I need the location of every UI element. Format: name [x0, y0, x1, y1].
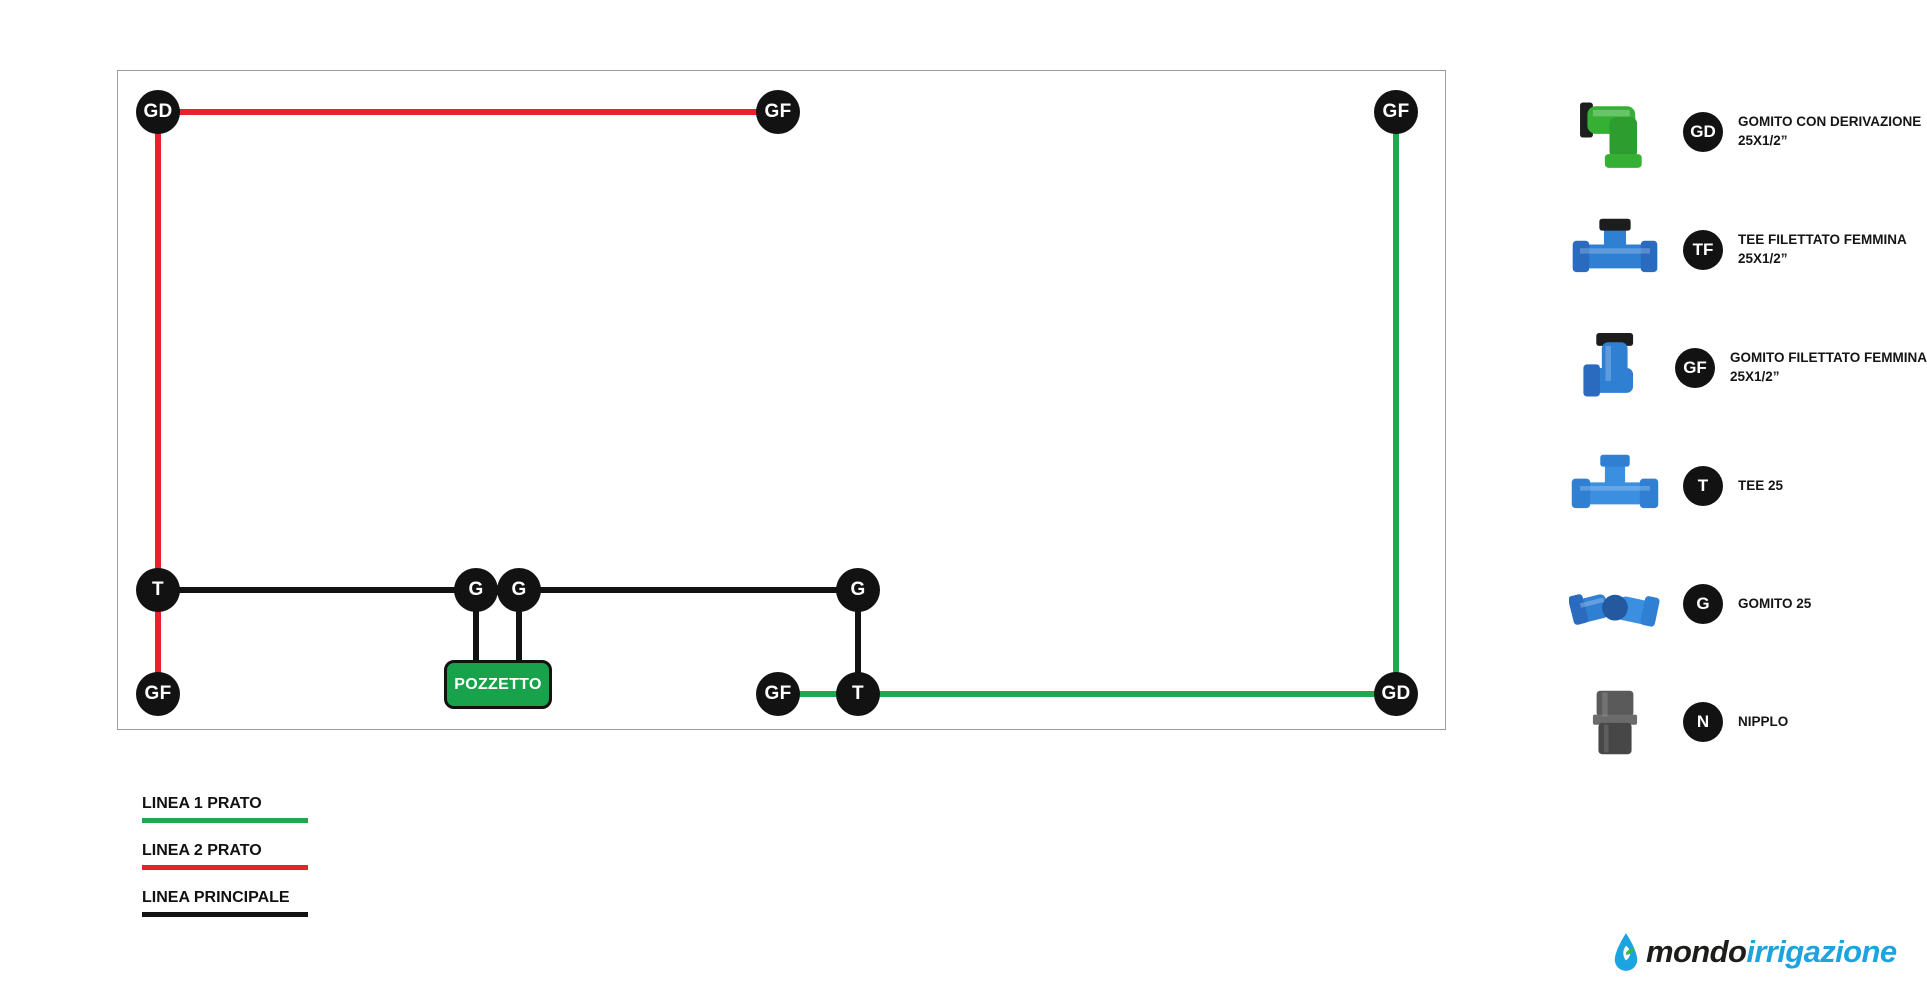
pipe-linea2-left — [155, 112, 161, 694]
part-item-nipplo: N NIPPLO — [1565, 663, 1927, 781]
parts-legend: GD GOMITO CON DERIVAZIONE 25X1/2” TF TEE… — [1565, 73, 1927, 781]
part-label: GOMITO 25 — [1738, 595, 1811, 614]
fitting-node-g-center: G — [836, 568, 880, 612]
part-badge: GF — [1675, 348, 1716, 388]
part-item-gomito-con-derivazione: GD GOMITO CON DERIVAZIONE 25X1/2” — [1565, 73, 1927, 191]
part-size: 25X1/2” — [1738, 133, 1788, 148]
part-name: GOMITO 25 — [1738, 595, 1812, 611]
fitting-node-g-pozzetto-left: G — [454, 568, 498, 612]
pipe-principale-drop-2 — [516, 590, 522, 664]
legend-label: LINEA 1 PRATO — [142, 795, 262, 812]
logo-text: mondoirrigazione — [1646, 934, 1897, 970]
part-item-tee-25: T TEE 25 — [1565, 427, 1927, 545]
line-legend: LINEA 1 PRATO LINEA 2 PRATO LINEA PRINCIPA… — [142, 795, 308, 936]
part-name: TEE 25 — [1738, 477, 1784, 493]
black-nipple-fitting-icon — [1565, 669, 1665, 775]
part-label: GOMITO FILETTATO FEMMINA 25X1/2” — [1730, 349, 1927, 387]
plot-outline — [117, 70, 1446, 730]
blue-elbow-fitting-icon — [1565, 551, 1665, 657]
part-badge: N — [1683, 702, 1723, 742]
fitting-node-gf-top-center: GF — [756, 90, 800, 134]
pipe-linea1-right — [1393, 112, 1399, 694]
water-drop-leaf-icon — [1612, 930, 1640, 974]
fitting-node-gd-top-left: GD — [136, 90, 180, 134]
fitting-node-g-pozzetto-right: G — [497, 568, 541, 612]
logo-text-irrigazione: irrigazione — [1746, 934, 1897, 969]
part-size: 25X1/2” — [1730, 369, 1780, 384]
green-elbow-derivation-fitting-icon — [1565, 79, 1665, 185]
legend-item: LINEA 2 PRATO — [142, 842, 308, 870]
legend-label: LINEA PRINCIPALE — [142, 889, 290, 906]
pipe-linea1-bottom — [778, 691, 1396, 697]
mondoirrigazione-logo: mondoirrigazione — [1612, 930, 1897, 974]
part-item-tee-filettato-femmina: TF TEE FILETTATO FEMMINA 25X1/2” — [1565, 191, 1927, 309]
legend-label: LINEA 2 PRATO — [142, 842, 262, 859]
part-label: TEE FILETTATO FEMMINA 25X1/2” — [1738, 231, 1907, 269]
part-name: NIPPLO — [1738, 713, 1789, 729]
fitting-node-gd-bottom-right: GD — [1374, 672, 1418, 716]
part-name: GOMITO CON DERIVAZIONE — [1738, 114, 1922, 130]
legend-item: LINEA 1 PRATO — [142, 795, 308, 823]
pipe-principale-drop-3 — [855, 590, 861, 694]
pipe-linea2-top — [158, 109, 778, 115]
blue-tee-fitting-icon — [1565, 433, 1665, 539]
part-name: TEE FILETTATO FEMMINA — [1738, 232, 1907, 248]
part-label: GOMITO CON DERIVAZIONE 25X1/2” — [1738, 113, 1921, 151]
part-size: 25X1/2” — [1738, 251, 1788, 266]
part-name: GOMITO FILETTATO FEMMINA — [1730, 350, 1927, 366]
fitting-node-gf-bottom-left: GF — [136, 672, 180, 716]
legend-item: LINEA PRINCIPALE — [142, 889, 308, 917]
pipe-principale-drop-1 — [473, 590, 479, 664]
fitting-node-gf-bottom-center: GF — [756, 672, 800, 716]
fitting-node-t-bottom: T — [836, 672, 880, 716]
part-badge: TF — [1683, 230, 1723, 270]
part-badge: T — [1683, 466, 1723, 506]
blue-elbow-threaded-fitting-icon — [1565, 315, 1657, 421]
fitting-node-gf-top-right: GF — [1374, 90, 1418, 134]
logo-text-mondo: mondo — [1646, 934, 1747, 969]
legend-color-bar — [142, 818, 308, 823]
fitting-node-t-left: T — [136, 568, 180, 612]
blue-tee-threaded-fitting-icon — [1565, 197, 1665, 303]
part-item-gomito-filettato-femmina: GF GOMITO FILETTATO FEMMINA 25X1/2” — [1565, 309, 1927, 427]
legend-color-bar — [142, 912, 308, 917]
part-label: NIPPLO — [1738, 713, 1788, 732]
part-badge: G — [1683, 584, 1723, 624]
part-label: TEE 25 — [1738, 477, 1783, 496]
part-badge: GD — [1683, 112, 1723, 152]
part-item-gomito-25: G GOMITO 25 — [1565, 545, 1927, 663]
pozzetto-box: POZZETTO — [444, 660, 552, 709]
legend-color-bar — [142, 865, 308, 870]
